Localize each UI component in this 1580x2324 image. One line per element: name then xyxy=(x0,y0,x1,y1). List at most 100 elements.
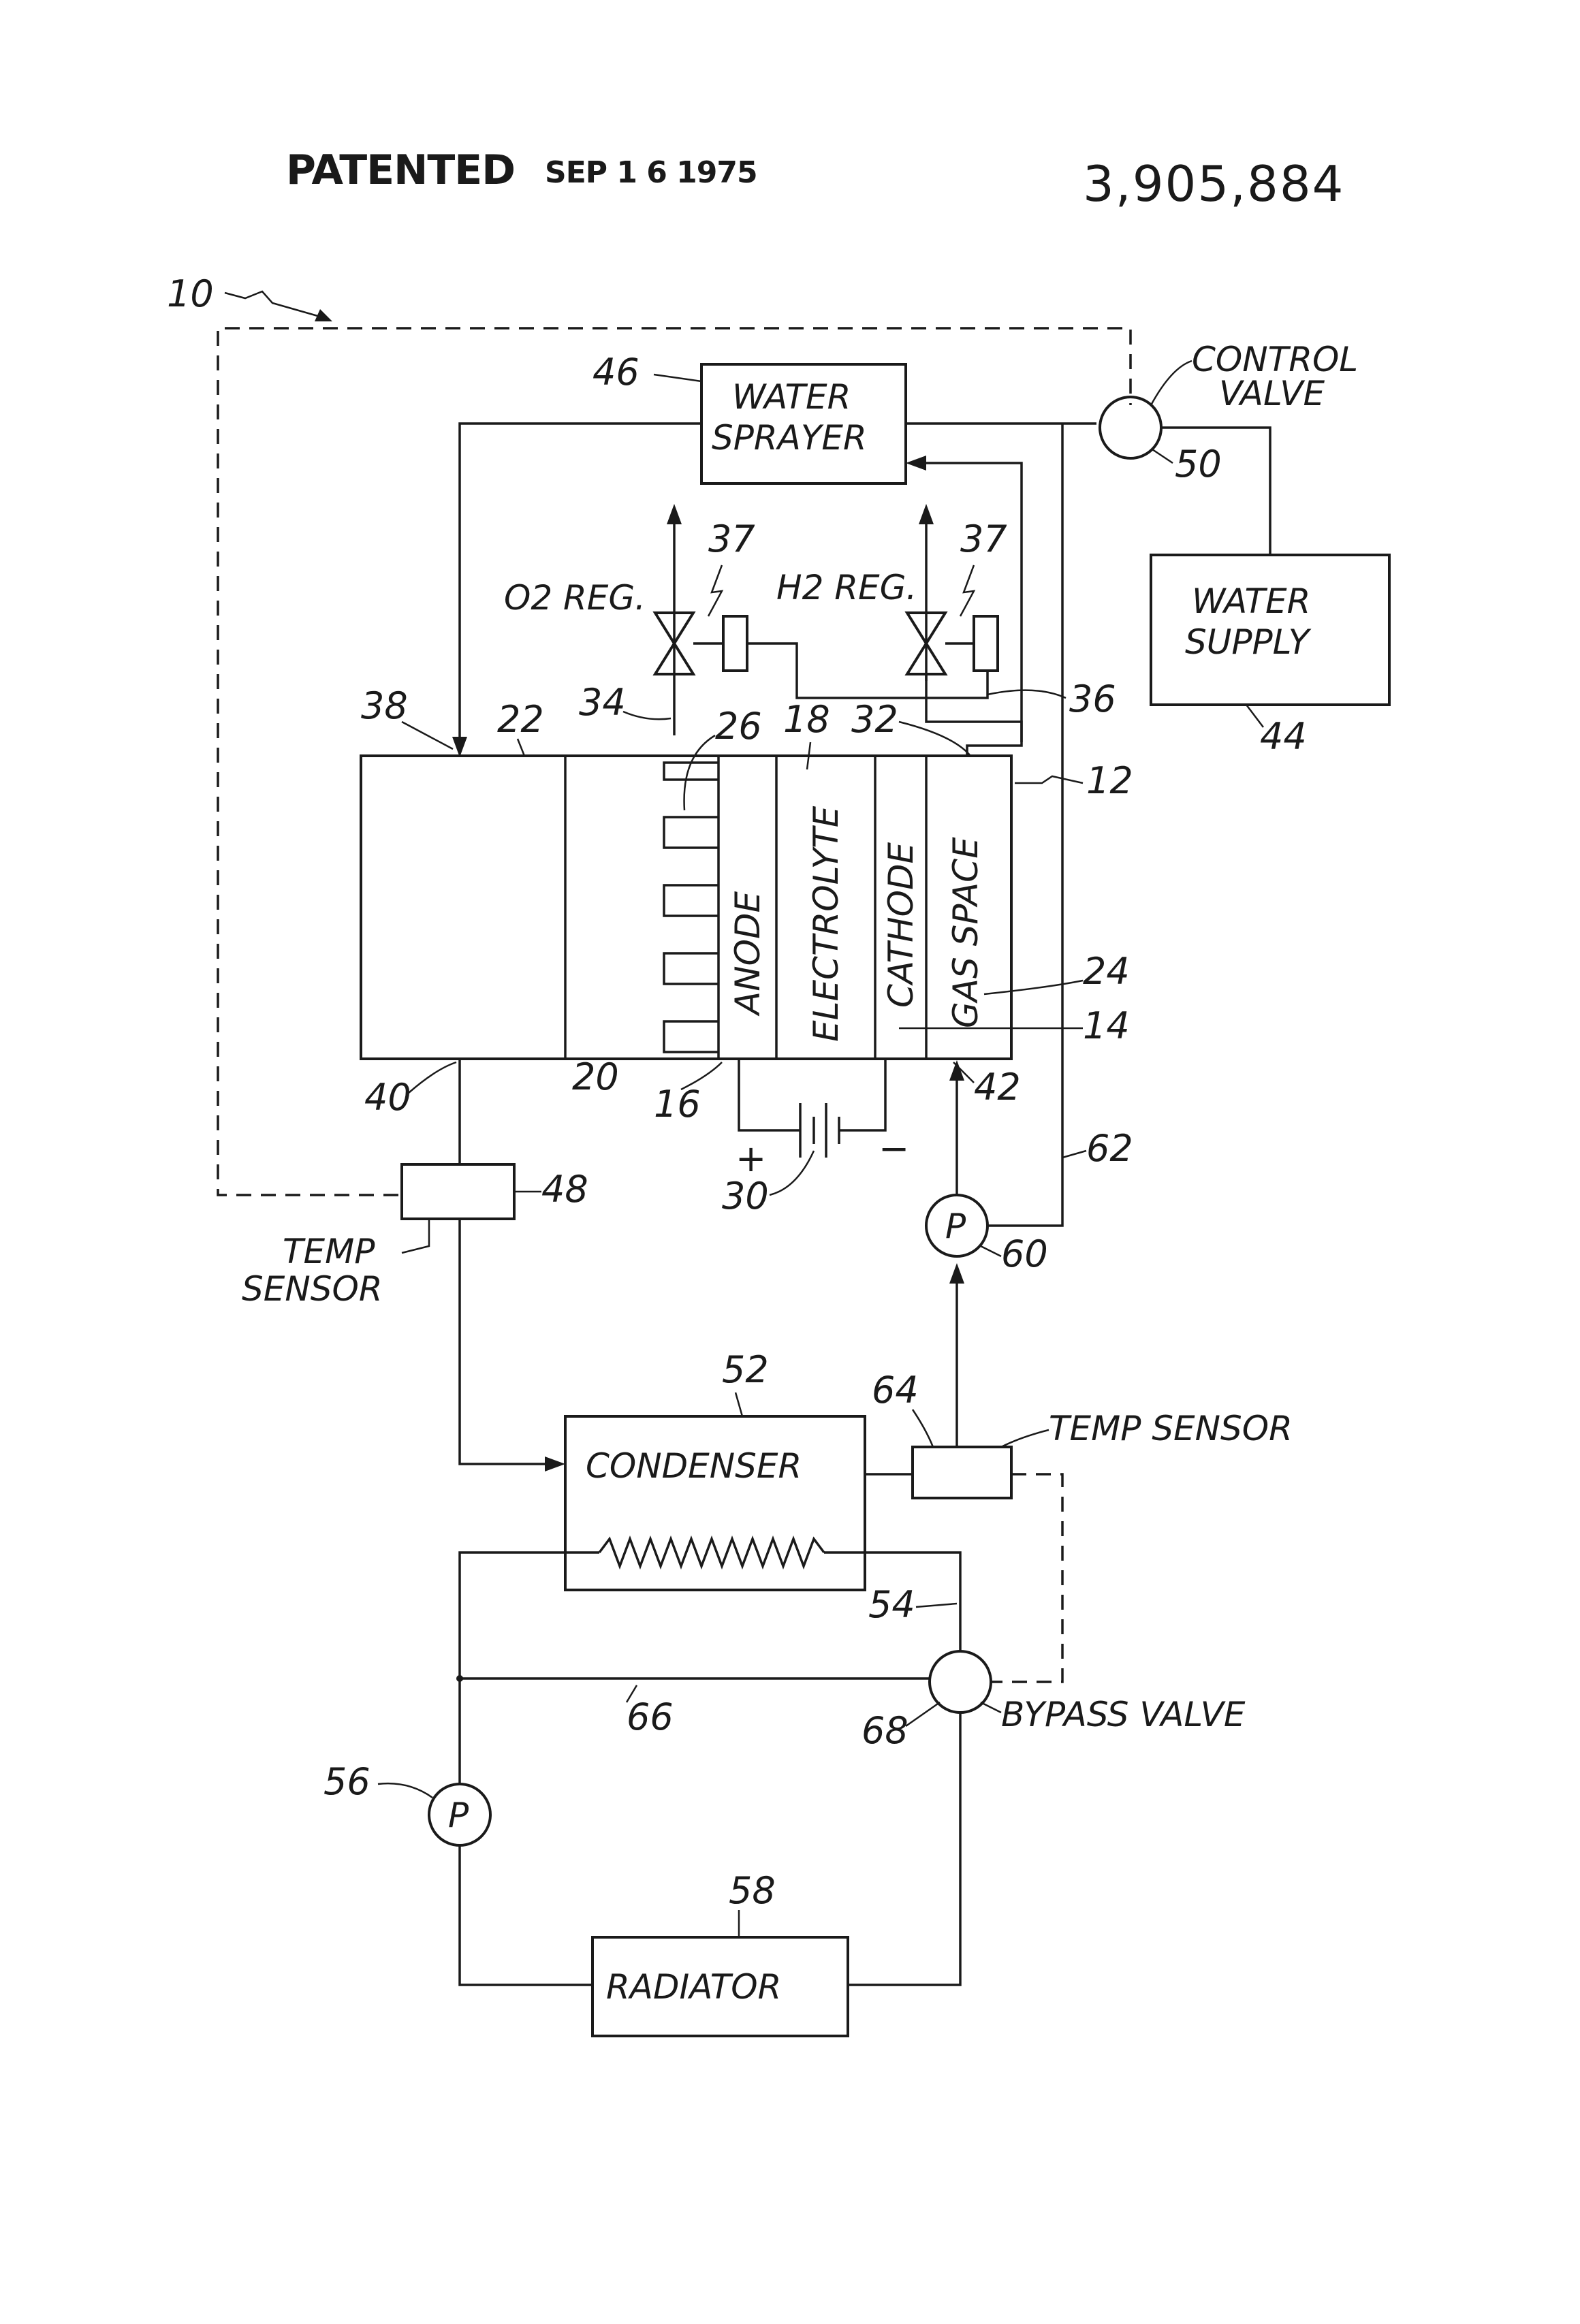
radiator: RADIATOR 58 xyxy=(592,1869,848,2036)
numeral-16: 16 xyxy=(654,1083,701,1126)
water-supply: WATER SUPPLY 44 xyxy=(1151,555,1389,758)
battery-lead-negative xyxy=(839,1059,885,1130)
battery-minus: − xyxy=(879,1127,909,1170)
coil-left-line xyxy=(460,1553,599,1678)
leader-37-o2 xyxy=(708,565,722,616)
numeral-38: 38 xyxy=(361,684,408,727)
leader-temp-sensor-48 xyxy=(402,1219,429,1253)
numeral-68: 68 xyxy=(862,1709,908,1752)
pump-60: P 60 xyxy=(926,1195,1048,1275)
pump-56: P 56 xyxy=(323,1760,490,1845)
control-valve-symbol xyxy=(1100,397,1161,458)
leader-46 xyxy=(654,375,701,381)
leader-36 xyxy=(988,690,1066,698)
arrowhead-into-condenser xyxy=(545,1457,565,1471)
temp-sensor-48-label-2: SENSOR xyxy=(242,1269,383,1309)
h2-outlet-line xyxy=(926,674,1022,756)
pump-60-letter: P xyxy=(945,1207,966,1246)
temp-sensor-64: 64 TEMP SENSOR xyxy=(872,1369,1293,1498)
pump-56-letter: P xyxy=(448,1796,469,1835)
numeral-62: 62 xyxy=(1086,1127,1133,1170)
bypass-valve: BYPASS VALVE 68 xyxy=(862,1651,1246,1752)
o2-vent-arrow xyxy=(667,504,682,524)
numeral-42: 42 xyxy=(974,1066,1021,1109)
h2-reg-label: H2 REG. xyxy=(776,568,917,607)
water-sprayer-label-1: WATER xyxy=(732,377,851,417)
patented-label: PATENTED xyxy=(286,146,515,194)
leader-16 xyxy=(681,1062,722,1089)
numeral-64: 64 xyxy=(872,1369,919,1412)
numeral-14: 14 xyxy=(1083,1004,1130,1047)
leader-38 xyxy=(402,722,453,749)
anode-fin-2 xyxy=(664,817,718,848)
arrowhead-into-pump60 xyxy=(949,1263,964,1284)
anode-fin-4 xyxy=(664,953,718,984)
numeral-48: 48 xyxy=(541,1168,588,1211)
water-supply-label-2: SUPPLY xyxy=(1185,622,1312,662)
arrowhead-into-38 xyxy=(452,737,467,757)
numeral-34: 34 xyxy=(579,681,626,724)
leader-40 xyxy=(409,1062,456,1093)
leader-10 xyxy=(225,291,320,317)
leader-34 xyxy=(623,712,671,719)
leader-64 xyxy=(913,1410,933,1447)
numeral-66: 66 xyxy=(627,1696,674,1738)
system-reference: 10 xyxy=(167,272,332,321)
regulator-sense-line xyxy=(747,643,988,698)
valve-to-radiator-line xyxy=(848,1713,960,1985)
condenser-label: CONDENSER xyxy=(586,1446,802,1486)
o2-reg-label: O2 REG. xyxy=(504,578,646,618)
leader-26 xyxy=(684,735,715,810)
leader-30 xyxy=(770,1151,814,1195)
leader-37-h2 xyxy=(960,565,974,616)
arrowhead-into-sprayer xyxy=(906,456,926,471)
leader-32 xyxy=(899,722,970,756)
condenser-box xyxy=(565,1416,865,1590)
patent-number: 3,905,884 xyxy=(1083,155,1344,212)
leader-60 xyxy=(981,1246,1001,1256)
leader-62 xyxy=(1062,1151,1086,1158)
leader-56 xyxy=(378,1783,432,1798)
anode-fin-5 xyxy=(664,1021,718,1052)
leader-control-valve xyxy=(1151,361,1192,405)
temp-sensor-64-label: TEMP SENSOR xyxy=(1049,1409,1293,1448)
bypass-valve-label: BYPASS VALVE xyxy=(1001,1695,1246,1734)
h2-to-sprayer-line xyxy=(916,463,1022,742)
electrolyte-label: ELECTROLYTE xyxy=(806,806,846,1042)
condenser-coil xyxy=(599,1539,824,1566)
leader-bypass-valve xyxy=(981,1702,1001,1713)
anode-label: ANODE xyxy=(728,891,768,1017)
fuel-cell: ANODE ELECTROLYTE CATHODE GAS SPACE xyxy=(361,756,1011,1059)
leader-22 xyxy=(518,739,524,756)
gas-space-label: GAS SPACE xyxy=(946,837,985,1028)
leader-52 xyxy=(736,1392,742,1416)
leader-temp-sensor-64 xyxy=(1001,1430,1049,1447)
battery-load: + − 30 xyxy=(722,1059,909,1217)
numeral-12: 12 xyxy=(1086,759,1133,802)
battery-plus: + xyxy=(736,1137,766,1180)
temp-sensor-48-label-1: TEMP xyxy=(283,1232,375,1271)
temp-sensor-48: 48 TEMP SENSOR xyxy=(242,1164,588,1309)
h2-actuator xyxy=(974,616,998,671)
numeral-36: 36 xyxy=(1069,678,1116,720)
numeral-24: 24 xyxy=(1083,950,1130,993)
h2-vent-arrow xyxy=(919,504,934,524)
numeral-58: 58 xyxy=(729,1869,776,1912)
numeral-52: 52 xyxy=(722,1348,769,1391)
h2-regulator: H2 REG. 37 xyxy=(776,504,1007,681)
anode-fin-1 xyxy=(664,763,718,780)
numeral-22: 22 xyxy=(497,698,544,741)
pump56-to-radiator-line xyxy=(460,1845,592,1985)
o2-actuator xyxy=(723,616,747,671)
water-sprayer-label-2: SPRAYER xyxy=(712,418,867,458)
numeral-56: 56 xyxy=(323,1760,370,1803)
numeral-50: 50 xyxy=(1175,443,1222,486)
control-valve-label-2: VALVE xyxy=(1219,374,1325,413)
water-supply-label-1: WATER xyxy=(1192,582,1310,621)
numeral-26: 26 xyxy=(715,705,762,748)
numeral-32: 32 xyxy=(851,698,898,741)
leader-68 xyxy=(906,1702,940,1726)
patented-date: SEP 1 6 1975 xyxy=(545,155,757,190)
